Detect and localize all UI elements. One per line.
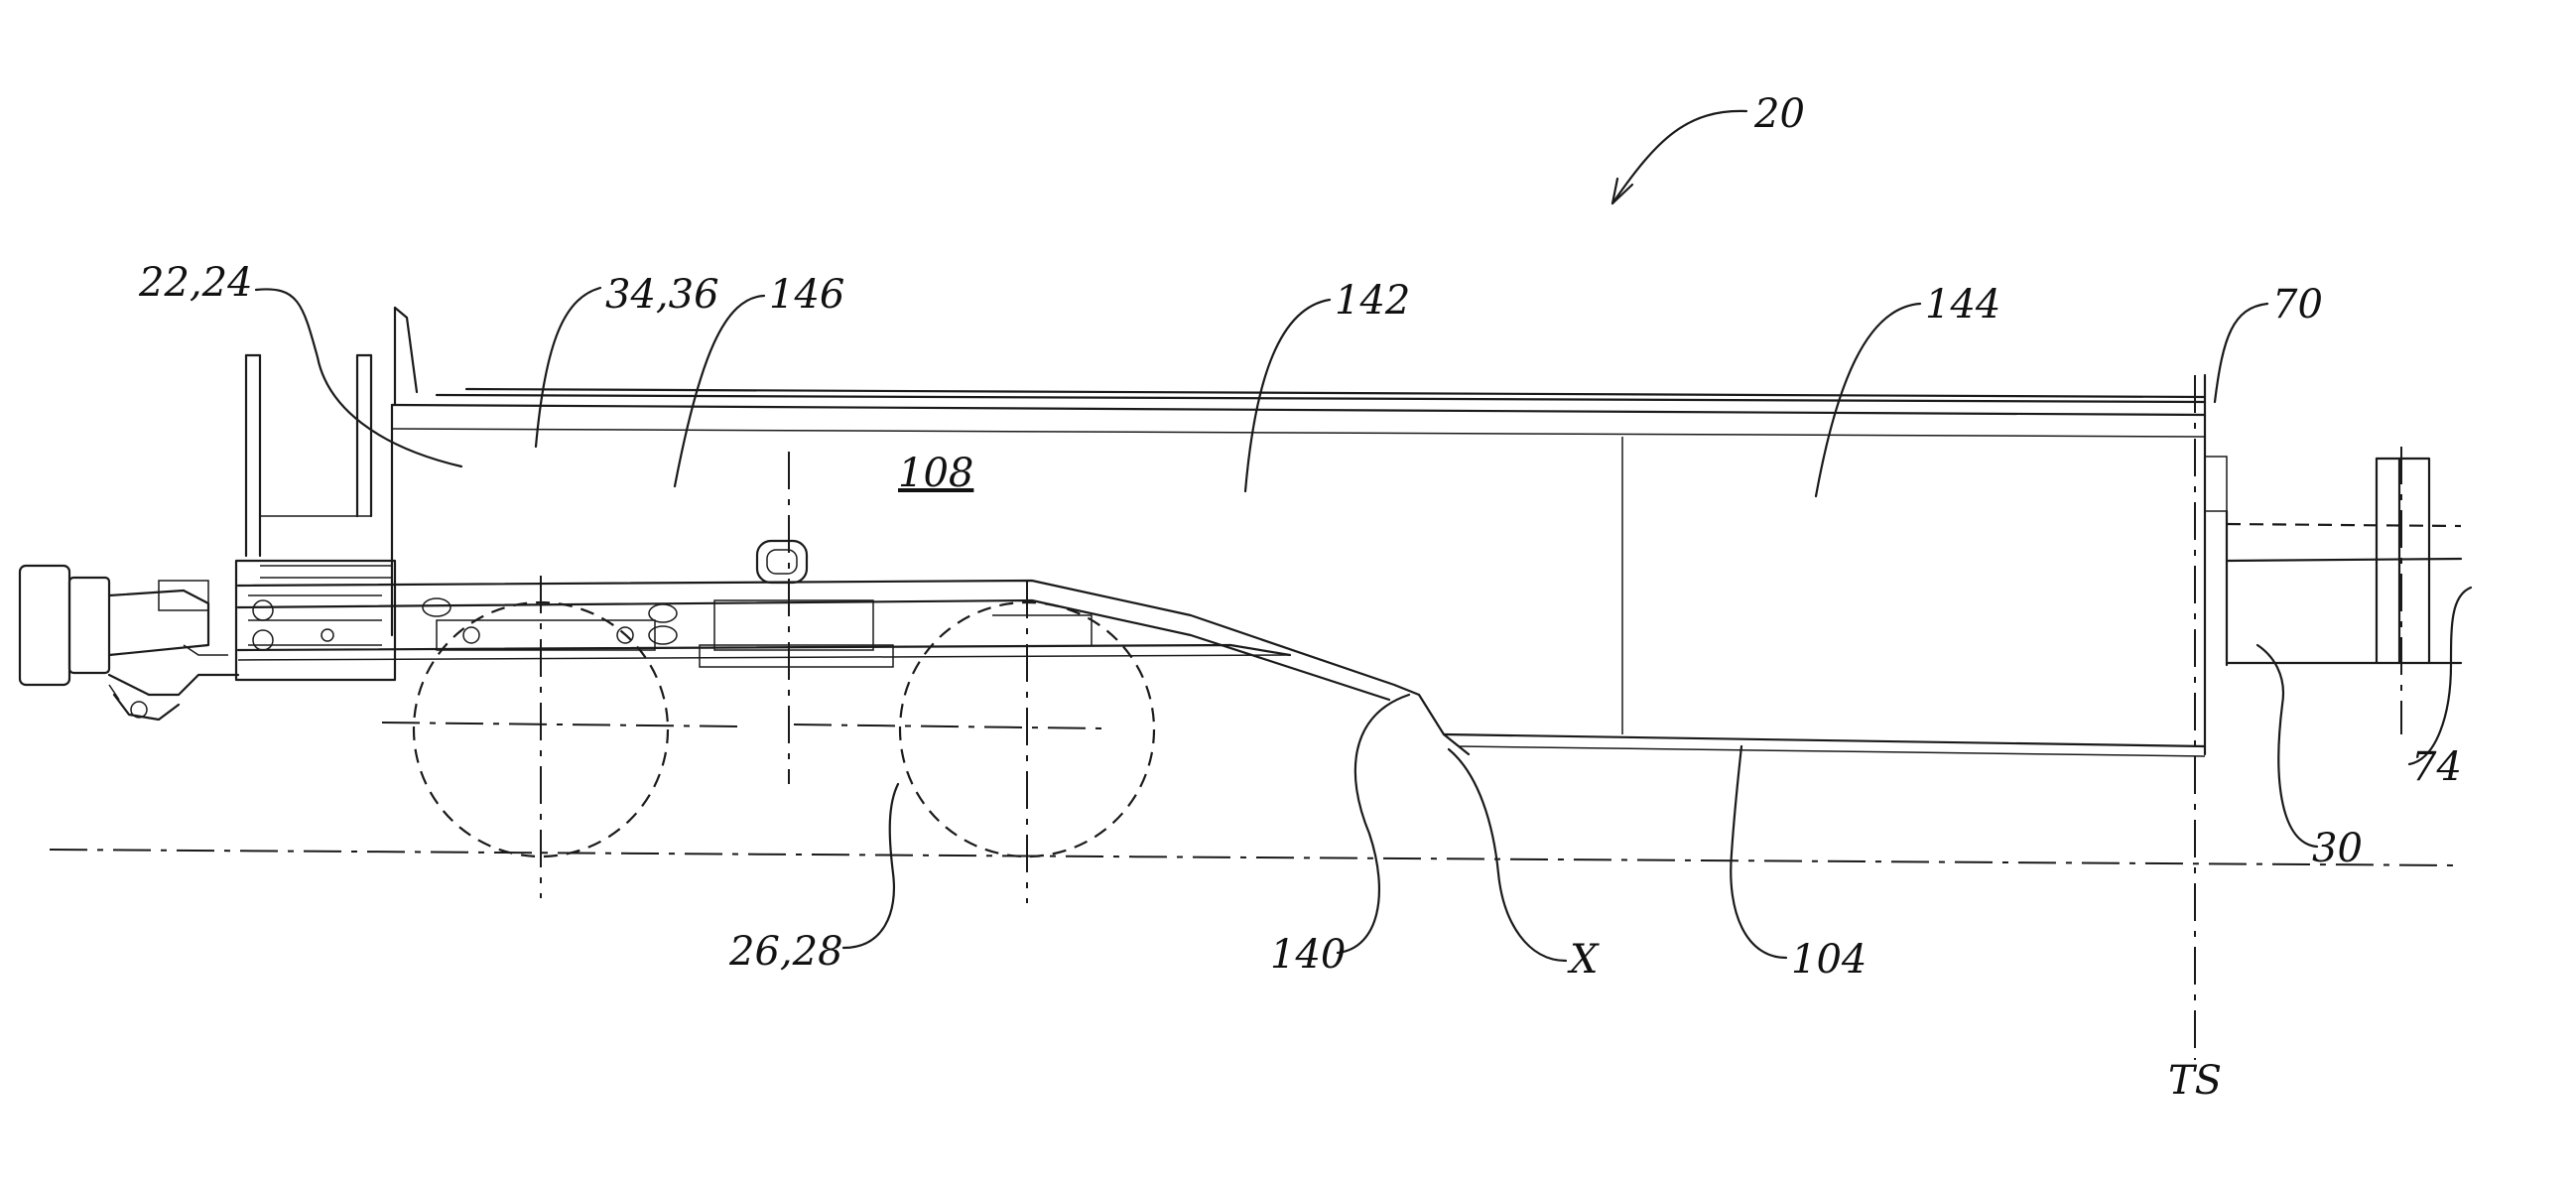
trailer-body <box>238 375 2205 756</box>
label-26-28: 26,28 <box>728 929 843 975</box>
label-104: 104 <box>1791 937 1867 983</box>
reference-labels: 20 22,24 34,36 146 142 144 70 108 74 30 … <box>138 91 2462 1104</box>
front-hitch-assembly <box>20 308 417 720</box>
label-108: 108 <box>898 451 973 496</box>
label-140: 140 <box>1270 932 1346 978</box>
label-ts: TS <box>2168 1058 2222 1104</box>
label-74: 74 <box>2411 744 2462 790</box>
rear-module <box>2205 447 2461 734</box>
ground-centerline <box>50 850 2461 865</box>
label-22-24: 22,24 <box>138 260 253 306</box>
label-142: 142 <box>1335 278 1410 324</box>
label-34-36: 34,36 <box>605 272 719 318</box>
label-20: 20 <box>1753 91 1805 137</box>
leader-lines <box>256 111 2471 961</box>
label-144: 144 <box>1925 282 2000 328</box>
label-146: 146 <box>769 272 844 318</box>
label-x: X <box>1567 937 1600 983</box>
wheel-front <box>382 576 739 898</box>
label-70: 70 <box>2272 282 2323 328</box>
label-30: 30 <box>2312 826 2363 871</box>
